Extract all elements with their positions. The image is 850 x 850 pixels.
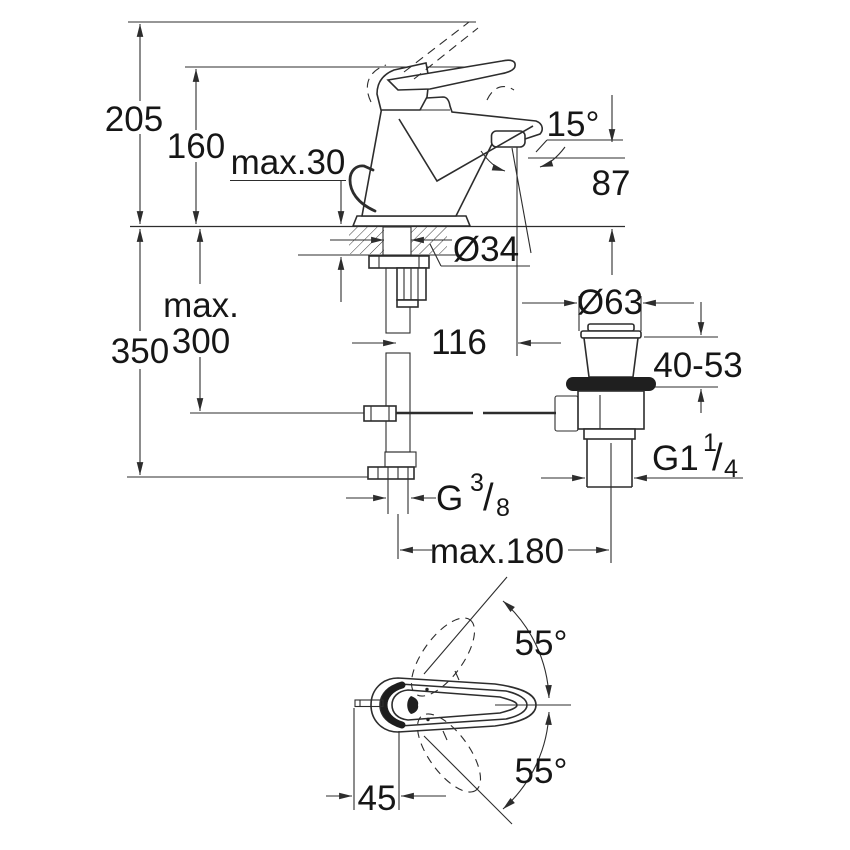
- waste-thread-sup: 1: [703, 429, 717, 457]
- spout-fold-line: [398, 118, 534, 183]
- waste-body: [577, 390, 645, 430]
- waste-thread-sub: 4: [724, 455, 738, 483]
- waste-thread-main: G1: [652, 439, 699, 478]
- side-view-labels: 205 160 max.30 15° 87 Ø34 max. 300 350 1…: [105, 100, 743, 571]
- dim-deck-thickness: max.30: [231, 143, 346, 182]
- dim-overall-height: 205: [105, 100, 163, 139]
- dim-waste-diameter: Ø63: [577, 283, 643, 322]
- handle-dot: [425, 687, 429, 692]
- waste-neck: [583, 337, 639, 378]
- handle-ghost-down: [416, 713, 482, 793]
- supply-thread-slash: /: [483, 477, 494, 519]
- mounting-nut: [368, 255, 430, 269]
- rod-connector: [363, 405, 397, 422]
- base-plate: [351, 215, 472, 227]
- top-view: 55° 55° 45: [326, 576, 571, 825]
- handle-top-inner2: [391, 689, 518, 721]
- supply-thread-sub: 8: [496, 494, 510, 522]
- waste-flange: [566, 377, 656, 391]
- dim-hose-max-word: max.: [163, 286, 239, 325]
- dim-hole-diameter: Ø34: [453, 230, 519, 269]
- lever-tip-ghost: [486, 86, 515, 101]
- rod-knurled-knob: [554, 395, 579, 432]
- mounting-hardware: [367, 226, 430, 514]
- dim-spout-reach: 116: [431, 323, 487, 362]
- raised-handle-ghost: [413, 27, 479, 80]
- pop-up-linkage: [363, 405, 556, 422]
- raised-handle-ghost: [403, 21, 470, 73]
- top-view-labels: 55° 55° 45: [358, 624, 568, 818]
- faucet-body: [348, 21, 543, 227]
- side-view: 205 160 max.30 15° 87 Ø34 max. 300 350 1…: [105, 21, 743, 571]
- supply-thread-main: G: [436, 479, 463, 518]
- waste-plug-disc: [580, 330, 642, 339]
- dim-spout-top-height: 160: [167, 127, 225, 166]
- swivel-axis-down: [423, 735, 513, 825]
- dim-hose-max-value: 300: [172, 322, 230, 361]
- dim-spray-angle: 15°: [547, 105, 600, 144]
- knuckle-ghost: [366, 64, 387, 103]
- dimension-lines: [136, 23, 743, 554]
- waste-collar: [583, 428, 636, 440]
- dim-outlet-height: 87: [592, 164, 631, 203]
- dim-clearance-below: 350: [111, 332, 169, 371]
- handle-neck-shadow: [380, 681, 406, 729]
- spray-angle-arc-left: [480, 150, 506, 172]
- handle-logo-mark: [407, 696, 419, 714]
- waste-plug-top: [587, 323, 635, 332]
- pop-up-rod-side: [348, 164, 377, 213]
- dim-center-distance: max.180: [430, 532, 564, 571]
- dim-rod-offset: 45: [358, 779, 397, 818]
- dim-swivel-down: 55°: [515, 752, 568, 791]
- drain-assembly: [554, 323, 656, 488]
- fastening-block-step: [396, 299, 419, 308]
- supply-thread-sup: 3: [470, 469, 484, 497]
- spray-angle-arc-right: [539, 146, 566, 168]
- handle-lever: [386, 59, 516, 91]
- swivel-arc-up: [502, 600, 552, 699]
- waste-thread-slash: /: [712, 437, 723, 479]
- swivel-axis-up: [423, 576, 508, 675]
- pop-up-rod-top: [354, 699, 384, 708]
- hose-end-nut: [367, 466, 415, 480]
- swivel-arc-down: [502, 711, 552, 810]
- spray-angle-line: [511, 147, 532, 254]
- dim-swivel-up: 55°: [515, 624, 568, 663]
- dim-clamping-range: 40-53: [653, 346, 743, 385]
- dim-waste-thread: G1 1 / 4: [652, 429, 738, 483]
- handle-dot: [426, 717, 430, 722]
- dim-supply-thread: G 3 / 8: [436, 469, 510, 522]
